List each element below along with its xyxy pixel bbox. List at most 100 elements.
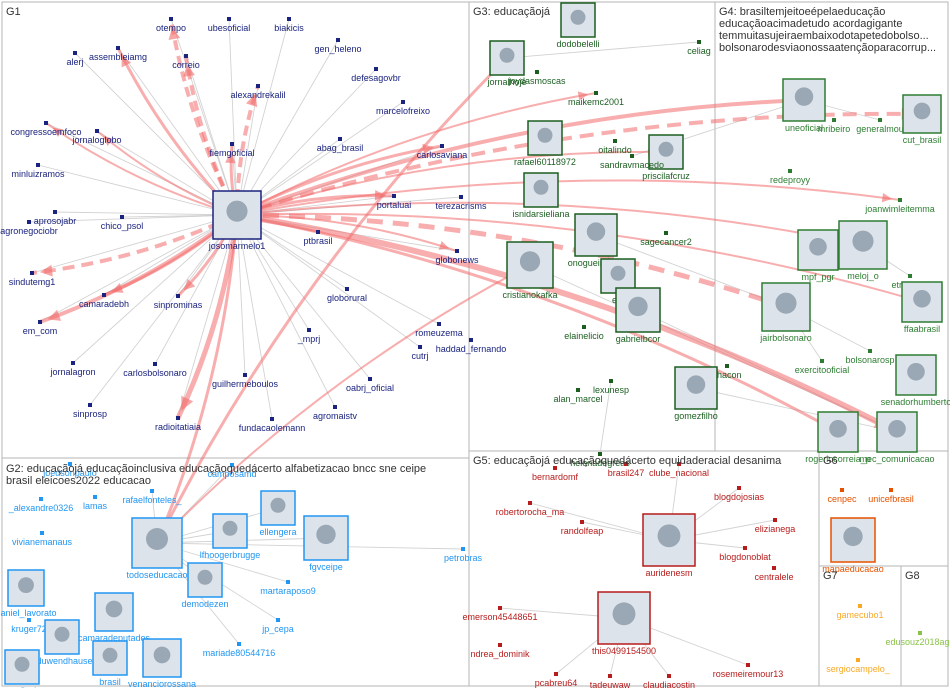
node-isnidarsieliana[interactable]: isnidarsieliana <box>512 172 570 219</box>
node-rogeriocorreia[interactable]: rogeriocorreia_p <box>805 411 871 464</box>
node-rosemeiremour13[interactable]: rosemeiremour13 <box>713 663 784 679</box>
node-pcabreu64[interactable]: pcabreu64 <box>535 672 578 688</box>
node-chacon[interactable]: chacon <box>712 364 742 380</box>
node-portaluai[interactable]: portaluai <box>377 194 412 210</box>
node-uneoficial[interactable]: uneoficial <box>782 78 826 133</box>
node-arnsflavio[interactable]: arnsflavio <box>3 649 42 688</box>
node-todoseducacao[interactable]: todoseducacao <box>126 517 188 580</box>
node-joydasmoscas[interactable]: joydasmoscas <box>507 70 566 86</box>
node-blogdonoblat[interactable]: blogdonoblat <box>719 546 771 562</box>
node-agromaistv[interactable]: agromaistv <box>313 405 358 421</box>
node-robertorocha-ma[interactable]: robertorocha_ma <box>496 501 565 517</box>
node-cenpec[interactable]: cenpec <box>827 488 857 504</box>
node-clube-nacional[interactable]: clube_nacional <box>649 462 709 478</box>
node-cut-brasil[interactable]: cut_brasil <box>902 94 942 145</box>
node-generalmou[interactable]: generalmou <box>856 118 904 134</box>
node-sindutemg1[interactable]: sindutemg1 <box>9 271 56 287</box>
node-josomarmelo1[interactable]: josomarmelo1 <box>208 190 266 251</box>
node-helenadegreas[interactable]: helenadegreas <box>570 452 630 468</box>
node-andrea-dominik[interactable]: ndrea_dominik <box>470 643 530 659</box>
node-alan-marcel[interactable]: alan_marcel <box>553 388 603 404</box>
node-biakicis[interactable]: biakicis <box>274 17 304 33</box>
node-kruger72[interactable]: kruger72 <box>11 618 47 634</box>
node-cristianokafka[interactable]: cristianokafka <box>502 241 558 300</box>
node-jornalhoje[interactable]: jornalhoje <box>486 40 527 87</box>
node-rafaelfonteles-[interactable]: rafaelfonteles_ <box>122 489 183 505</box>
node-venanciorossana[interactable]: venanciorossana <box>128 638 196 688</box>
node-mec-comunicacao[interactable]: mec_comunicacao <box>859 411 935 464</box>
node-assembleiamg[interactable]: assembleiamg <box>89 46 147 62</box>
node-ffaabrasil[interactable]: ffaabrasil <box>901 281 943 334</box>
node-jornaloglobo[interactable]: jornaloglobo <box>71 129 122 145</box>
node-onogueirafilho[interactable]: onogueirafilho <box>568 213 625 268</box>
node-auridenesm[interactable]: auridenesm <box>642 513 696 578</box>
node-meloj-o[interactable]: meloj_o <box>838 220 888 281</box>
node-maikemc2001[interactable]: maikemc2001 <box>568 91 624 107</box>
node-alexandrekalil[interactable]: alexandrekalil <box>230 84 286 100</box>
node-mribeiro[interactable]: mribeiro <box>818 118 851 134</box>
node-guilhermeboulos[interactable]: guilhermeboulos <box>212 373 279 389</box>
node-priscilafcruz[interactable]: priscilafcruz <box>642 134 690 181</box>
node-gen-heleno[interactable]: gen_heleno <box>314 38 362 54</box>
node-rafael60118972[interactable]: rafael60118972 <box>514 120 576 167</box>
node-haddad-fernando[interactable]: haddad_fernando <box>436 338 507 354</box>
node--mprj[interactable]: _mprj <box>297 328 321 344</box>
node-exercitooficial[interactable]: exercitooficial <box>795 359 850 375</box>
node-gabrielbcor[interactable]: gabrielbcor <box>615 287 661 344</box>
node-camaradeputados[interactable]: camaradeputados <box>78 592 151 643</box>
node-mpf-pgr[interactable]: mpf_pgr <box>797 229 839 282</box>
node-elainelicio[interactable]: elainelicio <box>564 325 604 341</box>
node-oitalindo[interactable]: oitalindo <box>598 139 632 155</box>
node-fundacaolemann[interactable]: fundacaolemann <box>239 417 306 433</box>
node-brasil[interactable]: brasil <box>92 640 128 687</box>
node-demodezen[interactable]: demodezen <box>181 562 229 609</box>
node-gomezfilho[interactable]: gomezfilho <box>674 366 718 421</box>
node-edusouz2018ago[interactable]: edusouz2018ago <box>885 631 950 647</box>
node-cutrj[interactable]: cutrj <box>411 345 429 361</box>
node-ptbrasil[interactable]: ptbrasil <box>303 230 333 246</box>
node--alexandre0326[interactable]: _alexandre0326 <box>8 497 74 513</box>
node-jairbolsonaro[interactable]: jairbolsonaro <box>759 282 812 343</box>
node-sinprominas[interactable]: sinprominas <box>154 294 203 310</box>
node-centralele[interactable]: centralele <box>754 566 794 582</box>
node-marcelofreixo[interactable]: marcelofreixo <box>376 100 430 116</box>
node-otempo[interactable]: otempo <box>156 17 186 33</box>
node-globorural[interactable]: globorural <box>327 287 367 303</box>
node-this0499154500[interactable]: this0499154500 <box>592 591 656 656</box>
node-senadorhumberto[interactable]: senadorhumberto <box>881 354 950 407</box>
node-unicefbrasil[interactable]: unicefbrasil <box>868 488 914 504</box>
node-blogdojosias[interactable]: blogdojosias <box>714 486 765 502</box>
node-oabrj-oficial[interactable]: oabrj_oficial <box>346 377 394 393</box>
node-terezacrisms[interactable]: terezacrisms <box>435 195 487 211</box>
node-sergiocampelo-[interactable]: sergiocampelo_ <box>826 658 891 674</box>
node-claudiacostin[interactable]: claudiacostin <box>643 674 695 688</box>
node-jornalagron[interactable]: jornalagron <box>49 361 96 377</box>
node-correio[interactable]: correio <box>172 54 200 70</box>
node-ellengera[interactable]: ellengera <box>259 490 297 537</box>
node-lfhoogerbrugge[interactable]: lfhoogerbrugge <box>200 513 261 560</box>
node-alerj[interactable]: alerj <box>66 51 84 67</box>
node-elizianega[interactable]: elizianega <box>755 518 796 534</box>
node-gamecubo1[interactable]: gamecubo1 <box>836 604 884 620</box>
node-sandravmacedo[interactable]: sandravmacedo <box>600 154 664 170</box>
node-agronegociobr[interactable]: agronegociobr <box>0 220 58 236</box>
node-sagecancer2[interactable]: sagecancer2 <box>640 231 692 247</box>
node-brasil247[interactable]: brasil247 <box>608 462 645 478</box>
node-dodobelelli[interactable]: dodobelelli <box>556 2 600 49</box>
node-jp-cepa[interactable]: jp_cepa <box>261 618 294 634</box>
node-tadeuwaw[interactable]: tadeuwaw <box>590 674 631 688</box>
node-chico-psol[interactable]: chico_psol <box>101 215 144 231</box>
node-celiag[interactable]: celiag <box>687 40 711 56</box>
node-aprosojabr[interactable]: aprosojabr <box>34 210 77 226</box>
node-petrobras[interactable]: petrobras <box>444 547 483 563</box>
node-joedsonpaulo[interactable]: joedsonpaulo <box>42 462 97 478</box>
node-globonews[interactable]: globonews <box>435 249 479 265</box>
node-minluizramos[interactable]: minluizramos <box>11 163 65 179</box>
node-carlosaviana[interactable]: carlosaviana <box>417 144 468 160</box>
node-mariade80544716[interactable]: mariade80544716 <box>203 642 276 658</box>
node-sinprosp[interactable]: sinprosp <box>73 403 107 419</box>
node-em-com[interactable]: em_com <box>23 320 58 336</box>
node-daniel-lavorato[interactable]: daniel_lavorato <box>0 569 57 618</box>
node-camposamd[interactable]: camposamd <box>207 463 257 479</box>
node-redeproyy[interactable]: redeproyy <box>770 169 811 185</box>
